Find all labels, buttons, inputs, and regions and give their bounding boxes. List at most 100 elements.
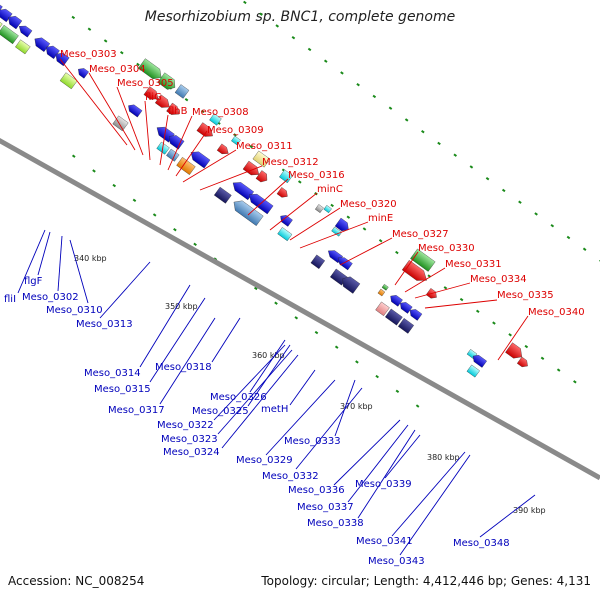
bottom-label: Meso_0302	[22, 292, 79, 303]
bottom-label: Meso_0341	[356, 536, 413, 547]
gene-rev-green-1	[0, 24, 19, 45]
scale-label-350: 350 kbp	[165, 302, 198, 311]
accession-text: Accession: NC_008254	[8, 574, 145, 588]
top-label: Meso_0316	[288, 170, 345, 181]
top-label: Meso_0330	[418, 243, 475, 254]
gene-fwd-red-5	[216, 143, 229, 155]
bottom-label: Meso_0310	[46, 305, 103, 316]
bottom-label: Meso_0313	[76, 319, 133, 330]
gene-rev-blue-21	[472, 355, 487, 368]
bottom-label: fliI	[4, 294, 16, 305]
scale-label-360: 360 kbp	[252, 351, 285, 360]
scale-label-380: 380 kbp	[427, 453, 460, 462]
gene-rev-cyan-4	[466, 364, 480, 378]
scale-label-390: 390 kbp	[513, 506, 546, 515]
gene-rev-navy-4	[342, 276, 361, 294]
top-label: minE	[368, 213, 393, 224]
gene-rev-blue-18	[390, 295, 403, 307]
gene-fwd-cyan-3	[279, 169, 293, 184]
gene-fwd-cyan-2	[231, 135, 241, 146]
bottom-label: Meso_0338	[307, 518, 364, 529]
gene-rev-blue-6	[45, 45, 60, 60]
bottom-label: Meso_0317	[108, 405, 165, 416]
gene-rev-blue-1	[0, 0, 3, 16]
gene-fwd-cyan-4	[323, 205, 332, 214]
bottom-leader-lines	[17, 229, 536, 556]
gene-rev-pink-1	[375, 301, 390, 317]
gene-rev-navy-5	[385, 308, 403, 326]
gene-rev-steel-1	[166, 148, 180, 162]
gene-fwd-yellow-1	[252, 150, 271, 168]
map-title: Mesorhizobium sp. BNC1, complete genome	[144, 9, 456, 25]
bottom-label: metH	[261, 404, 288, 415]
bottom-label: Meso_0336	[288, 485, 345, 496]
bottom-label: Meso_0322	[157, 420, 214, 431]
gene-rev-steel-2	[233, 200, 264, 226]
top-leader-lines	[59, 58, 529, 361]
top-label: flhB	[168, 106, 188, 117]
gene-fwd-red-1	[143, 86, 159, 100]
gene-rev-blue-17	[337, 257, 353, 271]
gene-rev-navy-6	[397, 318, 414, 334]
gene-fwd-red-12	[516, 356, 528, 368]
bottom-label: Meso_0315	[94, 384, 151, 395]
bottom-label: Meso_0324	[163, 447, 220, 458]
top-label: Meso_0303	[60, 49, 117, 60]
bottom-label: Meso_0318	[155, 362, 212, 373]
top-label: Meso_0304	[89, 64, 146, 75]
top-label: Meso_0340	[528, 307, 585, 318]
top-label: Meso_0334	[470, 274, 527, 285]
gene-rev-blue-3	[8, 16, 23, 30]
bottom-gene-labels: flgF fliI Meso_0302 Meso_0310 Meso_0313 …	[4, 276, 510, 567]
bottom-label: flgF	[24, 276, 43, 287]
reverse-strand-genes[interactable]	[0, 0, 488, 384]
gene-rev-lime-3	[59, 72, 78, 90]
gene-fwd-cyan-1	[209, 113, 222, 126]
genome-backbone	[0, 137, 600, 481]
top-label: Meso_0305	[117, 78, 174, 89]
gene-rev-navy-1	[213, 186, 232, 204]
scale-labels: 340 kbp 350 kbp 360 kbp 370 kbp 380 kbp …	[74, 254, 546, 515]
bottom-label: Meso_0329	[236, 455, 293, 466]
forward-strand-genes[interactable]	[126, 54, 545, 373]
top-label: Meso_0309	[207, 125, 264, 136]
gene-rev-navy-2	[310, 254, 326, 269]
gene-rev-blue-9	[128, 104, 143, 118]
gene-fwd-cyan-5	[331, 226, 342, 237]
gene-rev-blue-7	[55, 52, 70, 67]
top-label: Meso_0335	[497, 290, 554, 301]
gene-fwd-red-3	[166, 102, 180, 115]
bottom-label: Meso_0343	[368, 556, 425, 567]
gene-rev-blue-19	[400, 302, 413, 314]
outer-tick-track	[243, 0, 600, 263]
gene-rev-blue-2	[0, 8, 13, 23]
gene-rev-blue-14	[248, 193, 274, 215]
gene-rev-blue-8	[78, 68, 89, 79]
gene-fwd-red-7	[255, 170, 268, 183]
bottom-label: Meso_0323	[161, 434, 218, 445]
bottom-label: Meso_0348	[453, 538, 510, 549]
bottom-label: Meso_0333	[284, 436, 341, 447]
bottom-label: Meso_0337	[297, 502, 354, 513]
genome-summary: Topology: circular; Length: 4,412,446 bp…	[261, 574, 591, 588]
gene-fwd-steel-1	[174, 84, 190, 99]
top-label: fliG	[145, 92, 162, 103]
top-label: Meso_0312	[262, 157, 319, 168]
gene-fwd-blue-1	[334, 217, 349, 231]
gene-fwd-red-2	[154, 94, 170, 108]
top-label: Meso_0320	[340, 199, 397, 210]
scale-label-340: 340 kbp	[74, 254, 107, 263]
gene-rev-blue-13	[232, 182, 254, 201]
gene-rev-blue-11	[168, 135, 185, 150]
gene-fwd-green-1	[138, 58, 162, 80]
gene-rev-blue-15	[280, 215, 293, 227]
gene-rev-blue-20	[409, 309, 423, 321]
gene-fwd-gray-1	[315, 204, 324, 213]
bottom-label: Meso_0326	[210, 392, 267, 403]
bottom-label: Meso_0332	[262, 471, 319, 482]
bottom-label: Meso_0314	[84, 368, 141, 379]
gene-fwd-red-8	[276, 187, 288, 198]
gene-rev-orange-1	[176, 157, 196, 175]
top-label: Meso_0311	[236, 141, 293, 152]
top-label: Meso_0331	[445, 259, 502, 270]
